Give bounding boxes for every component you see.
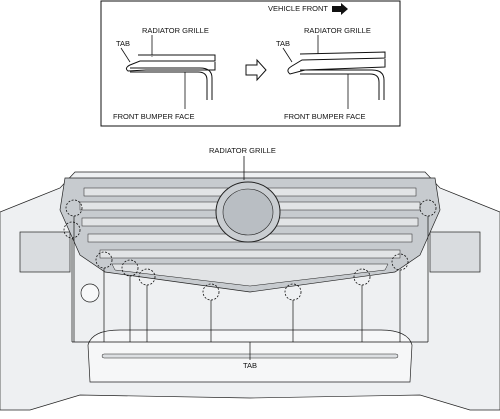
after-bumper-face [300, 69, 385, 100]
inset-after: RADIATOR GRILLE TAB FRONT BUMPER FACE [276, 26, 386, 121]
left-fog-hole [80, 283, 100, 303]
vehicle-front-label: VEHICLE FRONT [268, 4, 328, 13]
vehicle-front-arrow-icon [332, 3, 348, 15]
main-grille-label: RADIATOR GRILLE [209, 146, 276, 155]
after-bumper-label: FRONT BUMPER FACE [284, 112, 366, 121]
after-grille-piece [287, 51, 386, 75]
transition-arrow-icon [245, 58, 267, 82]
before-grille-label: RADIATOR GRILLE [142, 26, 209, 35]
inset-before: RADIATOR GRILLE TAB FRONT BUMPER FACE [113, 26, 216, 121]
after-grille-label: RADIATOR GRILLE [304, 26, 371, 35]
main-tab-label: TAB [243, 361, 257, 370]
tab-callouts [63, 199, 437, 360]
after-tab-label: TAB [276, 39, 290, 48]
front-bumper-illustration: RADIATOR GRILLE TAB [0, 146, 500, 411]
inset-detail: VEHICLE FRONT RADIATOR GRILLE TAB FRONT … [100, 0, 401, 127]
before-tab-label: TAB [116, 39, 130, 48]
left-side-bracket [19, 231, 71, 273]
before-grille-piece [125, 54, 216, 72]
right-side-bracket [429, 231, 481, 273]
before-bumper-label: FRONT BUMPER FACE [113, 112, 195, 121]
before-bumper-face [130, 67, 213, 100]
